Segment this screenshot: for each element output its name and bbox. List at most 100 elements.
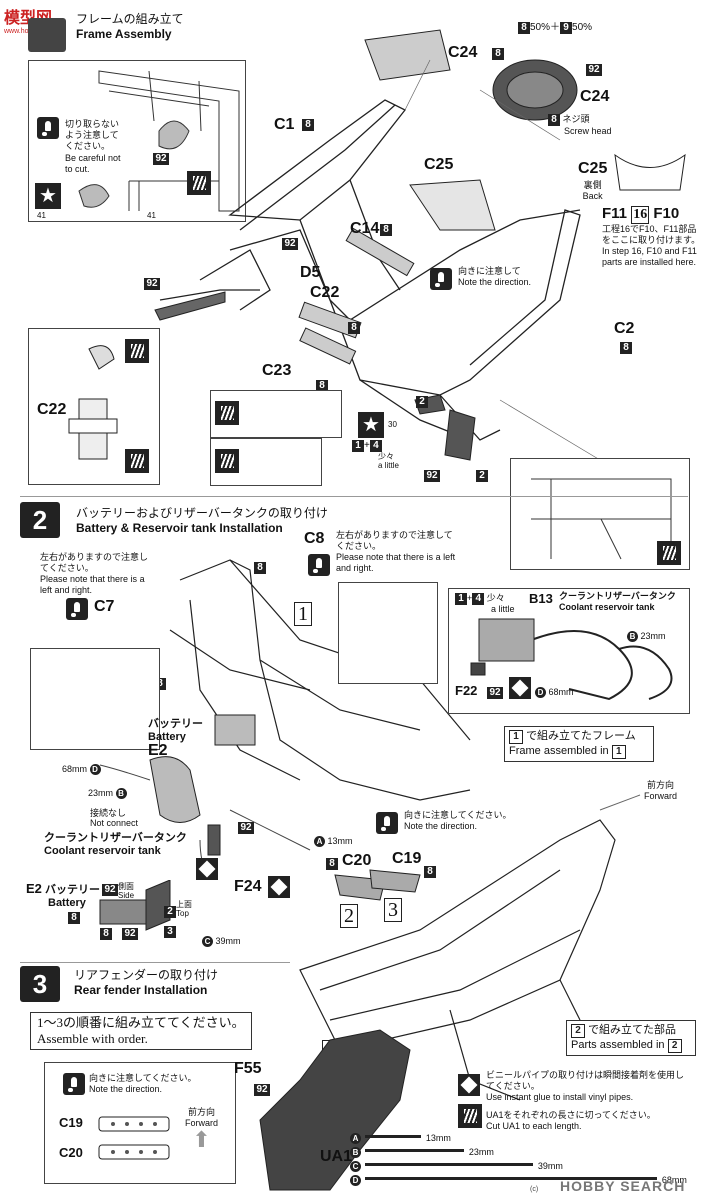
code-2: 2 [416,396,428,408]
part-c1-label: C1 [274,116,295,133]
paint-icon [125,449,149,473]
assemble-order-note: 1〜3の順番に組み立ててください。Assemble with order. [30,1012,252,1050]
inset-note-ja: 切り取らないよう注意してください。 [65,119,120,151]
bd-3: 3 [164,926,176,938]
c19-c20-drawing [98,1116,170,1160]
inset-cut-warning-panel: 切り取らないよう注意してください。 Be careful not to cut.… [28,60,246,222]
code-2b: 2 [476,470,488,482]
paint-icon [125,339,149,363]
part-c25-label: C25 [424,156,454,173]
inset-direction-note: 向きに注意してください。Note the direction. [89,1073,197,1094]
b13-label: B13 [529,591,553,606]
rear-fender-drawing [259,794,641,1191]
battery-detail-drawing [99,880,171,931]
inset-c19: C19 [59,1115,83,1130]
order-mark-3: 3 [384,898,402,922]
code-92-label: 92 [153,153,169,165]
pipe-d: D 68mm [350,1170,687,1188]
paint-icon [187,171,211,195]
frame-assembly-drawing [154,29,601,461]
c14-paint: 8 [380,224,392,236]
step-3-title: リアフェンダーの取り付け Rear fender Installation [74,968,219,997]
order-mark-2: 2 [340,904,358,928]
f24-paint: 92 [238,822,254,834]
cut-icon [458,1104,482,1128]
glue-icon [458,1074,480,1096]
c24-paint: 8 [492,48,504,60]
part-c20-label: C20 [342,852,372,869]
pipe-a13: A 13mm [314,836,353,847]
c25-back-drawing [614,153,686,191]
pipe-d68: 68mm D [62,764,101,775]
step3-direction-note: 向きに注意してください。Note the direction. [404,810,512,831]
star-icon: ★ [35,183,61,209]
code-92b: 92 [424,470,440,482]
f22-label: F22 [455,683,478,698]
pipe-bar [365,1177,658,1181]
c19-c20-inset: 向きに注意してください。Note the direction. C19 C20 … [44,1062,236,1184]
vinyl-pipe-note: ビニールパイプの取り付けは瞬間接着剤を使用してください。Use instant … [486,1070,685,1102]
star-icon: ★ [358,412,384,438]
c25-back-label: C25 裏側 Back [578,160,608,201]
glue-icon [196,858,218,880]
pipe-bar [365,1149,465,1153]
glue-icon [509,677,531,699]
caution-icon [308,554,330,576]
inset-note-en: Be careful not to cut. [65,153,121,174]
parts-assembled-ref: 2 で組み立てた部品 Parts assembled in 2 [566,1020,696,1056]
f55-paint: 92 [254,1084,270,1096]
b13-pipe-d: D 68mm [535,687,574,698]
b13-pipe-b: B 23mm [627,631,666,642]
pipe-b: B 23mm [350,1142,494,1160]
bd-2: 2 [164,906,176,918]
step-2-number: 2 [20,502,60,538]
pipe-bar [365,1163,534,1167]
c22-panel-label: C22 [37,401,67,418]
pipe-a: A 13mm [350,1128,451,1146]
code-41b-label: 41 [147,211,156,220]
copyright-mark: (c) [530,1186,539,1193]
bd-92a: 92 [102,884,118,896]
c22-detail-panel: C22 [28,328,160,485]
frame-ref-1: 1 [294,602,312,626]
pipe-b23: 23mm B [88,788,127,799]
c22-paint: 8 [348,322,360,334]
paint-icon [215,401,239,425]
c8-detail-panel [338,582,438,684]
battery-detail-label: E2 バッテリー Battery [26,881,100,909]
c24r-paint: 92 [586,64,602,76]
part-c2-label: C2 [614,320,635,337]
part-c19-label: C19 [392,850,422,867]
watermark: HOBBY SEARCH [560,1178,686,1194]
step-3-number: 3 [20,966,60,1002]
ua1-note: UA1をそれぞれの長さに切ってください。Cut UA1 to each leng… [486,1110,656,1131]
pipe-c: C 39mm [350,1156,563,1174]
bolt-detail-panel [210,438,322,486]
step-1-title: フレームの組み立て Frame Assembly [76,12,184,41]
part-c7-label: C7 [94,598,115,615]
part-c23-label: C23 [262,362,292,379]
bd-92b: 92 [122,928,138,940]
direction-caution-icon [376,812,398,834]
lr-note-left: 左右がありますので注意してください。Please note that there… [40,552,149,595]
paint-icon [657,541,681,565]
right-detail-panel [510,458,690,570]
c23-paint: 8 [316,380,328,392]
step-1-number [28,18,66,52]
d5-paint: 92 [282,238,298,250]
part-c8-label: C8 [304,530,325,547]
c20-paint: 8 [326,858,338,870]
ua1-label: UA1 [320,1148,353,1165]
inset-c20: C20 [59,1145,83,1160]
part-c24-label: C24 [448,44,478,61]
c1-paint: 8 [302,119,314,131]
